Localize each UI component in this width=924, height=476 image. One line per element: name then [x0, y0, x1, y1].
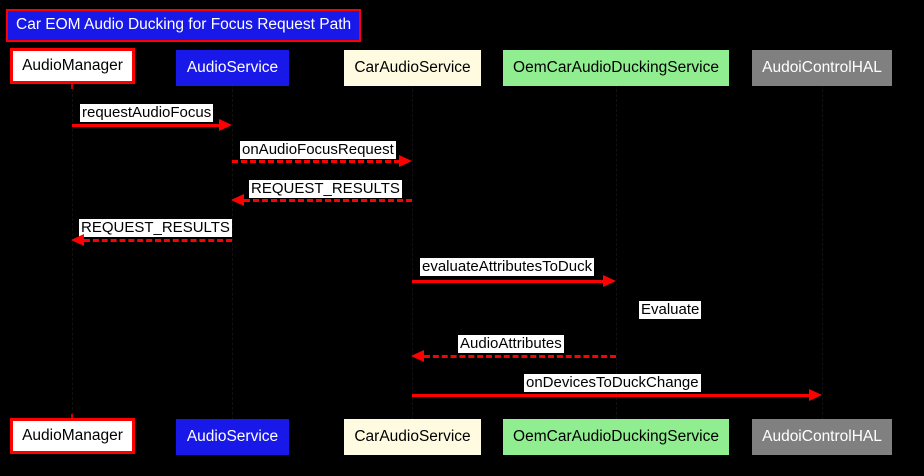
- participant-bottom-audiomanager[interactable]: AudioManager: [10, 418, 135, 454]
- message-arrowhead-requestaudiofocus: [219, 119, 232, 131]
- lifeline-stub-top-audiomanager: [71, 84, 73, 89]
- message-arrowhead-evaluateattributestoduck: [603, 275, 616, 287]
- participant-top-audoicontrolhal[interactable]: AudoiControlHAL: [752, 50, 892, 86]
- message-label-audioattributes: AudioAttributes: [458, 335, 564, 353]
- participant-bottom-audioservice[interactable]: AudioService: [176, 419, 289, 455]
- message-arrowhead-ondevicestoduckchange: [809, 389, 822, 401]
- participant-label: AudioService: [186, 59, 279, 77]
- participant-bottom-oemcaraudioduckingservice[interactable]: OemCarAudioDuckingService: [503, 419, 729, 455]
- participant-top-oemcaraudioduckingservice[interactable]: OemCarAudioDuckingService: [503, 50, 729, 86]
- participant-label: AudioManager: [22, 427, 123, 445]
- lifeline-audioservice: [232, 84, 234, 420]
- participant-top-audiomanager[interactable]: AudioManager: [10, 48, 135, 84]
- message-line-requestaudiofocus: [72, 124, 220, 127]
- message-label-evaluateattributestoduck: evaluateAttributesToDuck: [420, 258, 595, 276]
- message-line-onaudiofocusrequest: [232, 160, 400, 163]
- note-evaluate: Evaluate: [639, 301, 702, 319]
- lifeline-audiomanager: [72, 84, 74, 420]
- message-line-request-results-2: [84, 239, 232, 242]
- message-label-ondevicestoduckchange: onDevicesToDuckChange: [524, 374, 701, 392]
- message-arrowhead-request-results-2: [71, 234, 84, 246]
- message-line-request-results-1: [244, 199, 412, 202]
- message-label-request-results-2: REQUEST_RESULTS: [79, 219, 232, 237]
- participant-top-audioservice[interactable]: AudioService: [176, 50, 289, 86]
- message-arrowhead-request-results-1: [231, 194, 244, 206]
- lifeline-caraudioservice: [412, 84, 414, 420]
- lifeline-stub-bottom-audiomanager: [71, 414, 73, 419]
- participant-label: OemCarAudioDuckingService: [513, 59, 719, 77]
- message-line-evaluateattributestoduck: [412, 280, 604, 283]
- participant-bottom-audoicontrolhal[interactable]: AudoiControlHAL: [752, 419, 892, 455]
- participant-label: CarAudioService: [354, 59, 471, 77]
- message-line-ondevicestoduckchange: [412, 394, 810, 397]
- participant-label: CarAudioService: [354, 428, 471, 446]
- message-line-audioattributes: [424, 355, 616, 358]
- message-arrowhead-onaudiofocusrequest: [399, 155, 412, 167]
- message-label-onaudiofocusrequest: onAudioFocusRequest: [240, 141, 396, 159]
- participant-label: AudoiControlHAL: [762, 428, 882, 446]
- participant-label: OemCarAudioDuckingService: [513, 428, 719, 446]
- message-arrowhead-audioattributes: [411, 350, 424, 362]
- diagram-title: Car EOM Audio Ducking for Focus Request …: [6, 9, 362, 42]
- participant-label: AudioManager: [22, 57, 123, 75]
- message-label-request-results-1: REQUEST_RESULTS: [249, 180, 402, 198]
- participant-bottom-caraudioservice[interactable]: CarAudioService: [344, 419, 481, 455]
- message-label-requestaudiofocus: requestAudioFocus: [80, 104, 214, 122]
- lifeline-oemcaraudioduckingservice: [616, 84, 618, 420]
- participant-label: AudoiControlHAL: [762, 59, 882, 77]
- participant-top-caraudioservice[interactable]: CarAudioService: [344, 50, 481, 86]
- participant-label: AudioService: [186, 428, 279, 446]
- lifeline-audoicontrolhal: [822, 84, 824, 420]
